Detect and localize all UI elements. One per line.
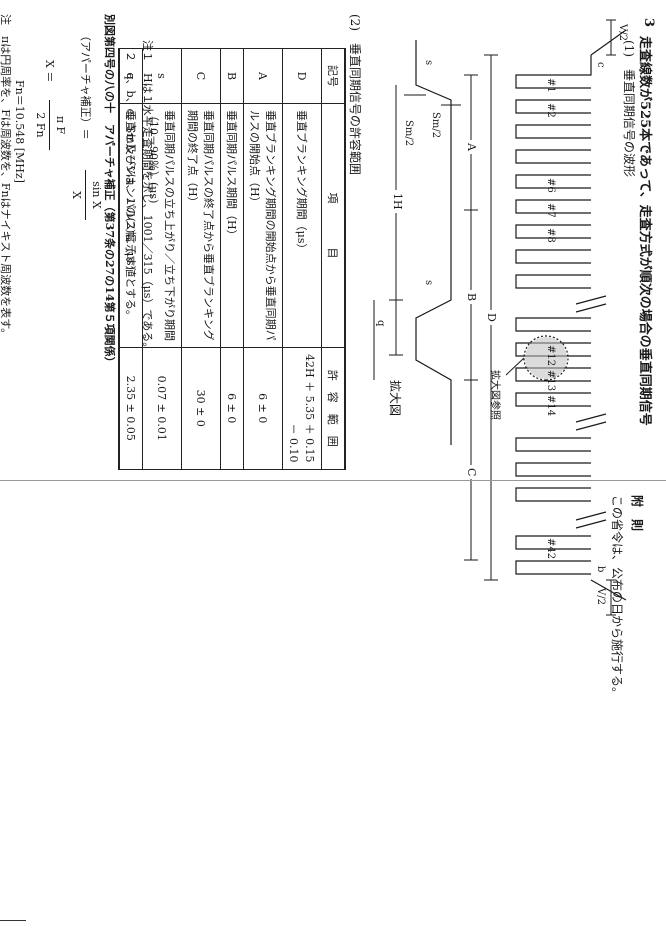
- table-cell-range: 0.07 ± 0.01: [142, 347, 182, 470]
- table-header-range: 許 容 範 囲: [321, 347, 345, 470]
- table-header-symbol: 記号: [321, 48, 345, 104]
- aperture-formula-denominator: X: [70, 191, 83, 199]
- table-row: C 垂直同期パルスの終了点から垂直ブランキング期間の終了点（H） 30 ± 0: [181, 48, 221, 470]
- x-fraction-bar: [49, 100, 50, 150]
- table-cell-range: 6 ± 0: [220, 347, 244, 470]
- table-cell-item-line: 垂直ブランキング期間（μs）: [295, 110, 308, 255]
- table-cell-range: 30 ± 0: [181, 347, 221, 470]
- enlarged-view-title: 拡大図: [388, 380, 402, 417]
- table-cell-item-line: 垂直ブランキング期間の開始点から垂直同期パ: [264, 110, 277, 341]
- enlarged-sm2-label: Sm/2: [430, 112, 441, 139]
- table-cell-symbol: A: [243, 48, 283, 104]
- table-cell-symbol: C: [181, 48, 221, 104]
- table-cell-range: 42H ＋ 5.35 ＋ 0.15－ 0.10: [282, 347, 322, 470]
- x-formula-numerator: π F: [54, 115, 67, 135]
- table-cell-item: 垂直ブランキング期間（μs）: [282, 103, 322, 348]
- note-2: ２ a、b、c、Sm及びVは、１の(2)に示す値とする。: [124, 40, 137, 321]
- table-cell-symbol: B: [220, 48, 244, 104]
- table-cell-range: 2.35 ± 0.05: [119, 347, 143, 470]
- table-cell-item: 垂直同期パルスの終了点から垂直ブランキング期間の終了点（H）: [181, 103, 221, 348]
- table-cell-item: 垂直ブランキング期間の開始点から垂直同期パルスの開始点（H）: [243, 103, 283, 348]
- figure-heading: 別図第四号の八の十 アパーチャ補正（第37条の27の14第５項関係）: [103, 14, 116, 368]
- x-formula-lhs: X ＝: [43, 60, 56, 83]
- table-row: B 垂直同期パルス期間（H） 6 ± 0: [220, 48, 244, 470]
- table-cell-range: 6 ± 0: [243, 347, 283, 470]
- aperture-fraction-bar: [85, 170, 86, 220]
- enlarged-s-label: s: [423, 60, 434, 66]
- enlarged-q-label: q: [375, 320, 386, 327]
- enlarged-sm2-label: Sm/2: [403, 120, 414, 147]
- table-cell-range-line: － 0.10: [287, 423, 300, 463]
- enlarged-1h-label: 1H: [391, 190, 404, 213]
- subsection-tolerance-heading: (2) 垂直同期信号の許容範囲: [348, 14, 362, 175]
- vertical-sync-waveform-diagram: [464, 19, 627, 616]
- aperture-formula-lhs: （アパーチャ補正）＝: [79, 30, 92, 140]
- table-cell-symbol: D: [282, 48, 322, 104]
- table-header-row: 記号 項 目 許 容 範 囲: [321, 48, 345, 470]
- nyquist-frequency-value: Fn＝10.548 [MHz]: [13, 80, 26, 183]
- table-cell-item-line: ルスの開始点（H）: [248, 110, 261, 208]
- table-row: D 垂直ブランキング期間（μs） 42H ＋ 5.35 ＋ 0.15－ 0.10: [282, 48, 322, 470]
- table-cell-range-line: 42H ＋ 5.35 ＋ 0.15: [303, 354, 316, 463]
- table-cell-item-line: 垂直同期パルスの終了点から垂直ブランキング: [202, 110, 215, 341]
- table-header-item: 項 目: [321, 103, 345, 348]
- column-divider: [0, 480, 666, 481]
- table-row: A 垂直ブランキング期間の開始点から垂直同期パルスの開始点（H） 6 ± 0: [243, 48, 283, 470]
- supplementary-heading: 附 則: [630, 495, 644, 532]
- figure-note: 注 πは円周率を、Fは周波数を、Fnはナイキスト周波数を表す。: [0, 14, 12, 340]
- aperture-formula-numerator: sin X: [90, 181, 103, 209]
- table-cell-item-line: 垂直同期パルスの立ち上がり／立ち下がり期間: [163, 110, 176, 341]
- x-formula-denominator: 2 Fn: [34, 112, 47, 138]
- table-cell-item: 垂直同期パルス期間（H）: [220, 103, 244, 348]
- page-edge-mark: [0, 920, 26, 921]
- table-cell-item-line: 垂直同期パルス期間（H）: [225, 110, 238, 241]
- table-cell-item-line: 期間の終了点（H）: [186, 110, 199, 208]
- note-1: 注１ Hは１水平走査期間を示し、1001／315（μs）である。: [141, 40, 154, 354]
- enlarged-s-label: s: [423, 280, 434, 286]
- supplementary-text: この省令は、公布の日から施行する。: [610, 495, 624, 700]
